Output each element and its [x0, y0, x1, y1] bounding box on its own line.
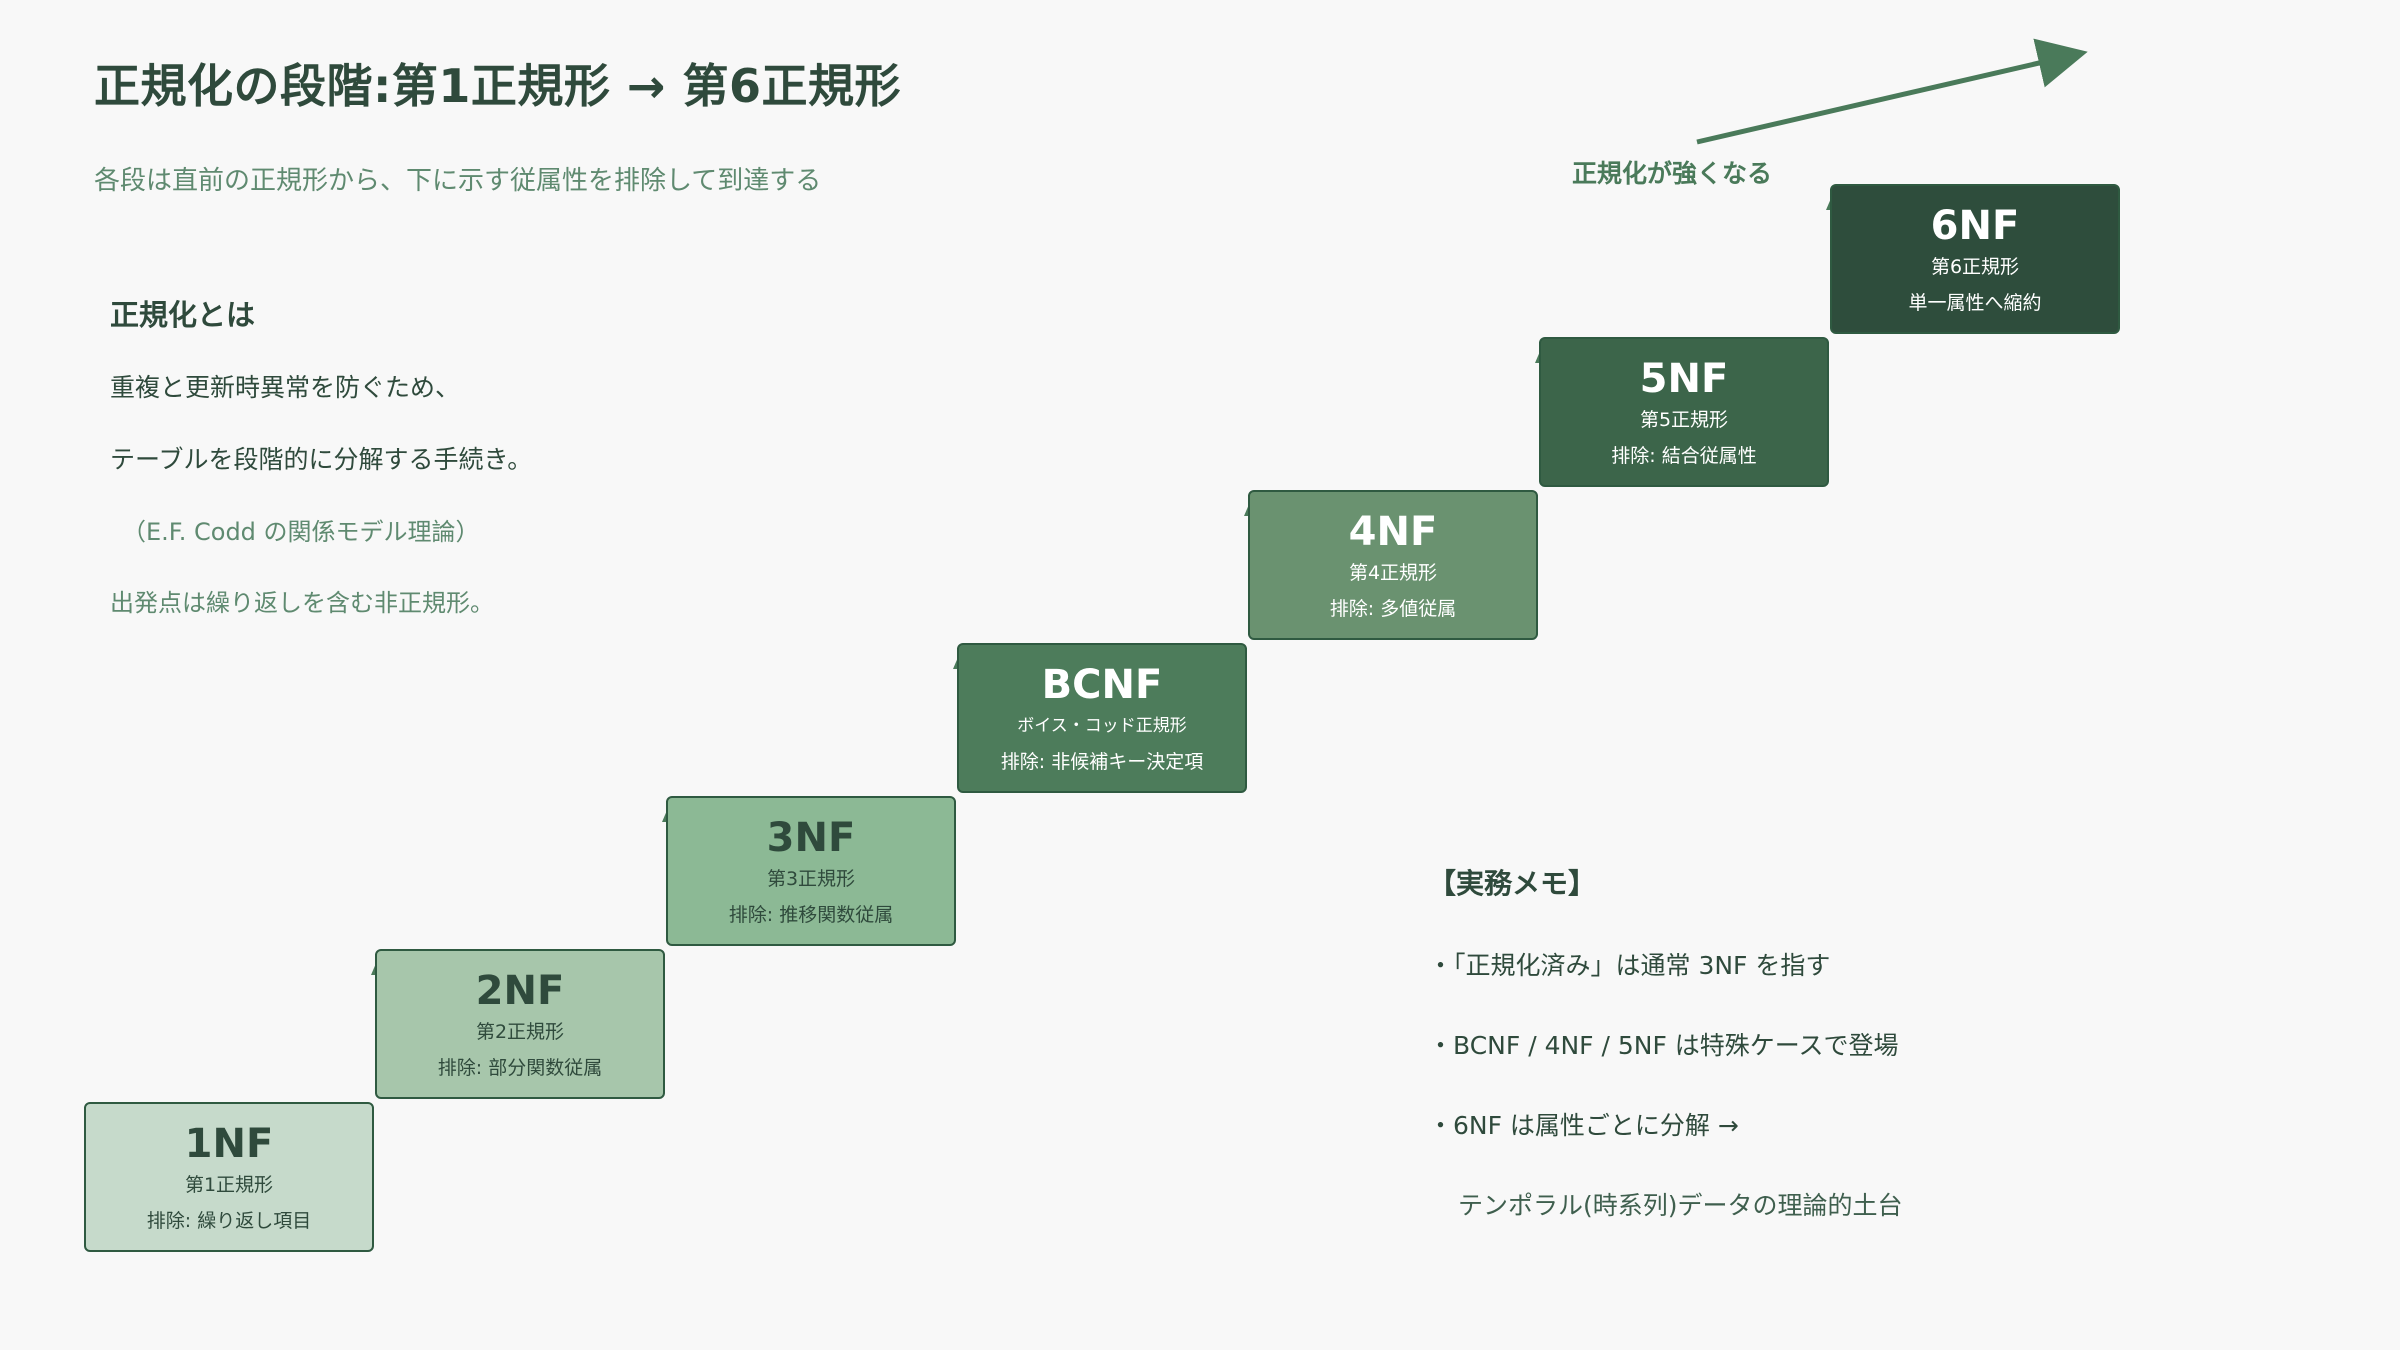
- step-japanese-name: 第3正規形: [766, 868, 856, 890]
- step-eliminated: 排除: 非候補キー決定項: [1000, 751, 1204, 773]
- step-abbr: 3NF: [766, 815, 856, 861]
- memo-item-1: ・「正規化済み」は通常 3NF を指す: [1428, 951, 1831, 980]
- step-2nf: 2NF 第2正規形 排除: 部分関数従属: [375, 949, 665, 1099]
- memo-item-2: ・BCNF / 4NF / 5NF は特殊ケースで登場: [1428, 1031, 1899, 1060]
- page-title: 正規化の段階:第1正規形 → 第6正規形: [94, 59, 901, 113]
- memo-heading: 【実務メモ】: [1428, 867, 1597, 900]
- strength-arrow-label: 正規化が強くなる: [1572, 159, 1773, 188]
- step-eliminated: 排除: 繰り返し項目: [146, 1210, 312, 1232]
- step-abbr: 4NF: [1348, 509, 1438, 555]
- page-subtitle: 各段は直前の正規形から、下に示す従属性を排除して到達する: [94, 166, 822, 196]
- step-eliminated: 排除: 部分関数従属: [437, 1057, 603, 1079]
- step-eliminated: 単一属性へ縮約: [1908, 292, 2042, 314]
- memo-item-3-detail: テンポラル(時系列)データの理論的土台: [1458, 1191, 1903, 1220]
- step-japanese-name: ボイス・コッド正規形: [1017, 716, 1187, 736]
- intro-heading: 正規化とは: [110, 298, 256, 332]
- intro-panel: 正規化とは 重複と更新時異常を防ぐため、 テーブルを段階的に分解する手続き。 （…: [110, 292, 730, 654]
- step-1nf: 1NF 第1正規形 排除: 繰り返し項目: [84, 1102, 374, 1252]
- step-abbr: 1NF: [184, 1121, 274, 1167]
- step-6nf: 6NF 第6正規形 単一属性へ縮約: [1830, 184, 2120, 334]
- practice-memo: 【実務メモ】 ・「正規化済み」は通常 3NF を指す ・BCNF / 4NF /…: [1428, 862, 2128, 1266]
- step-bcnf: BCNF ボイス・コッド正規形 排除: 非候補キー決定項: [957, 643, 1247, 793]
- step-4nf: 4NF 第4正規形 排除: 多値従属: [1248, 490, 1538, 640]
- step-japanese-name: 第6正規形: [1930, 256, 2020, 278]
- step-5nf: 5NF 第5正規形 排除: 結合従属性: [1539, 337, 1829, 487]
- step-abbr: 6NF: [1930, 203, 2020, 249]
- step-3nf: 3NF 第3正規形 排除: 推移関数従属: [666, 796, 956, 946]
- step-japanese-name: 第5正規形: [1639, 409, 1729, 431]
- step-japanese-name: 第4正規形: [1348, 562, 1438, 584]
- strength-arrow: [1696, 38, 2088, 145]
- step-japanese-name: 第1正規形: [184, 1174, 274, 1196]
- step-japanese-name: 第2正規形: [475, 1021, 565, 1043]
- step-abbr: 2NF: [475, 968, 565, 1014]
- step-eliminated: 排除: 結合従属性: [1611, 445, 1757, 467]
- step-eliminated: 排除: 推移関数従属: [728, 904, 894, 926]
- step-eliminated: 排除: 多値従属: [1329, 598, 1457, 620]
- intro-note: （E.F. Codd の関係モデル理論）: [122, 518, 480, 546]
- step-abbr: 5NF: [1639, 356, 1729, 402]
- intro-line-2: テーブルを段階的に分解する手続き。: [110, 445, 533, 474]
- intro-line-1: 重複と更新時異常を防ぐため、: [110, 373, 461, 402]
- step-abbr: BCNF: [1041, 662, 1163, 708]
- intro-origin: 出発点は繰り返しを含む非正規形。: [110, 589, 494, 617]
- memo-item-3: ・6NF は属性ごとに分解 →: [1428, 1111, 1739, 1140]
